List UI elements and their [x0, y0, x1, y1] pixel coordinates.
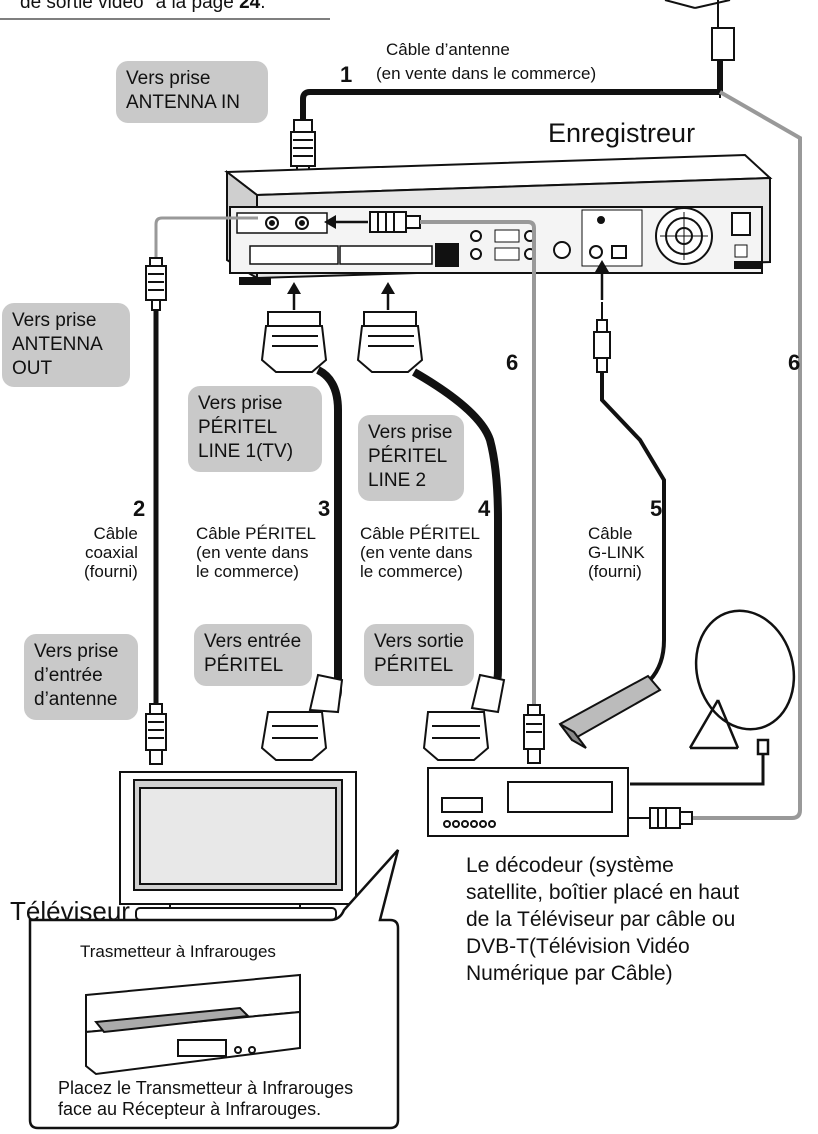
television [119, 771, 357, 929]
header-end: . [260, 0, 266, 13]
satellite-dish [688, 609, 796, 756]
cable-4-label: Câble PÉRITEL (en vente dans le commerce… [360, 524, 480, 581]
bubble-peritel-line1: Vers prise PÉRITEL LINE 1(TV) [188, 386, 322, 472]
bubble-peritel-line2: Vers prise PÉRITEL LINE 2 [358, 415, 464, 501]
scart-plug-4-bottom [422, 673, 506, 761]
cable-3-number: 3 [318, 496, 331, 521]
cable-2-label: Câble coaxial (fourni) [84, 524, 138, 581]
cable-6-right [690, 90, 802, 820]
cable6-plug-decoder [523, 704, 545, 764]
cable-5-number: 5 [650, 496, 663, 521]
cable-1-title: Câble d’antenne [386, 40, 510, 59]
tv-label: Téléviseur [10, 896, 130, 926]
header-text: de sortie vidéo" à la page 24. [20, 0, 265, 14]
coax-plug-bottom [145, 703, 167, 765]
ir-transmitter [558, 674, 662, 749]
cable-1-number: 1 [340, 62, 353, 87]
decoder-label: Le décodeur (système satellite, boîtier … [466, 854, 740, 985]
cable-3-label: Câble PÉRITEL (en vente dans le commerce… [196, 524, 316, 581]
roof-antenna [664, 0, 735, 98]
header-page-num: 24 [239, 0, 261, 13]
bubble-antenna-out: Vers prise ANTENNA OUT [2, 303, 130, 387]
recorder-label: Enregistreur [548, 118, 696, 148]
coax-top [154, 216, 258, 258]
cable-6-number-right: 6 [788, 350, 801, 375]
bubble-entree-antenne: Vers prise d’entrée d’antenne [24, 634, 138, 720]
bubble-sortie-peritel: Vers sortie PÉRITEL [364, 624, 474, 686]
inset-recorder [85, 973, 301, 1076]
scart-plug-4-top [356, 311, 424, 373]
recorder [224, 153, 773, 285]
antenna-cable [300, 60, 723, 120]
cable-6-decoder [420, 220, 536, 705]
cable-5-label: Câble G-LINK (fourni) [588, 524, 645, 581]
scart-plug-3-bottom [260, 673, 344, 761]
glink-cable [600, 372, 666, 682]
bubble-antenna-in: Vers prise ANTENNA IN [116, 61, 268, 123]
cable-6-number-left: 6 [506, 350, 519, 375]
cable6-plug-recorder [369, 211, 421, 233]
scart-plug-3-top [260, 311, 328, 373]
ir-note: Placez le Transmetteur à Infrarouges fac… [58, 1078, 354, 1119]
cable-4-number: 4 [478, 496, 491, 521]
cable-2-number: 2 [133, 496, 146, 521]
header-fragment: de sortie vidéo" à la page [20, 0, 240, 13]
cable-1-sub: (en vente dans le commerce) [376, 64, 597, 83]
glink-plug [593, 302, 611, 373]
ir-title: Trasmetteur à Infrarouges [80, 942, 276, 961]
decoder-right-plug [628, 807, 693, 829]
decoder-box [427, 767, 629, 837]
coax-plug-top [145, 257, 167, 311]
antenna-in-plug [290, 119, 316, 175]
bubble-entree-peritel: Vers entrée PÉRITEL [194, 624, 312, 686]
